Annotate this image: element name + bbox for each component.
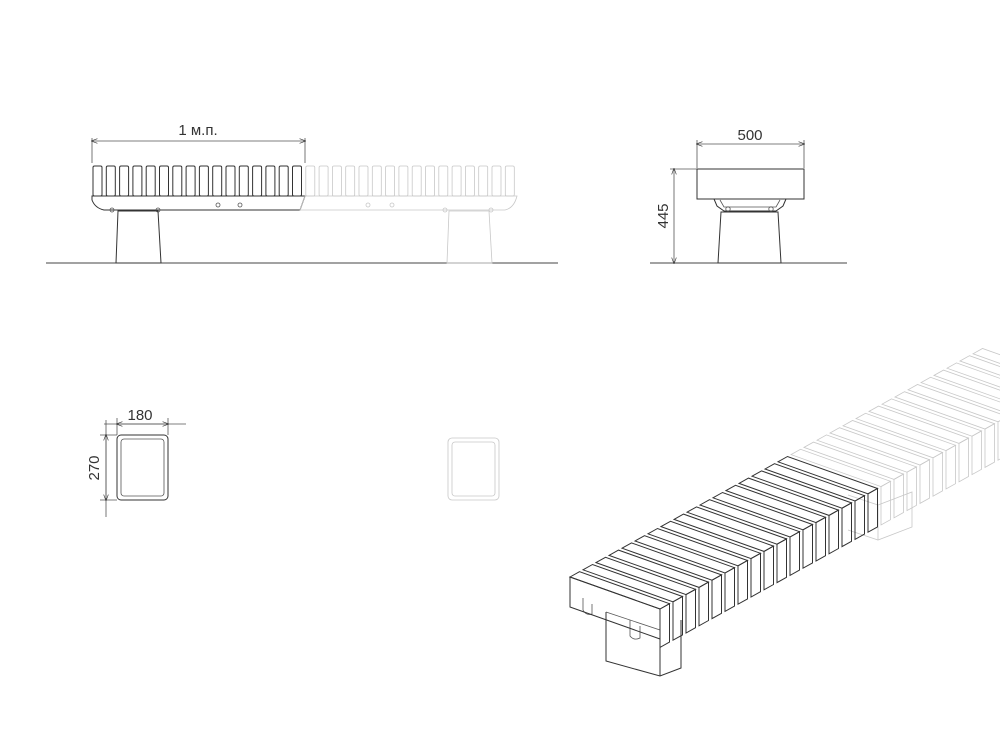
front-slats-ghost	[305, 165, 515, 197]
iso-slat	[855, 412, 957, 490]
front-slat	[411, 165, 422, 197]
iso-slat	[581, 563, 684, 642]
iso-slat	[763, 463, 866, 541]
dimension-height: 445	[655, 169, 697, 263]
front-slat	[331, 165, 342, 197]
iso-slat	[933, 369, 1000, 400]
iso-slat	[776, 455, 879, 534]
dimension-leg-depth: 270	[86, 420, 117, 517]
iso-slat	[803, 441, 905, 519]
front-slat	[238, 165, 249, 197]
iso-slat	[920, 376, 1000, 412]
iso-slat	[959, 355, 1000, 376]
depth-label: 500	[737, 127, 762, 144]
front-slat	[438, 165, 449, 197]
iso-slat	[946, 362, 1000, 388]
front-slat	[398, 165, 409, 197]
front-slat	[185, 165, 196, 197]
front-slat	[212, 165, 223, 197]
iso-slat	[750, 470, 853, 548]
iso-slat	[646, 527, 749, 606]
leg-depth-label: 270	[86, 455, 103, 480]
iso-slat	[868, 405, 970, 483]
front-slat	[371, 165, 382, 197]
iso-slats-ghost	[790, 348, 1000, 526]
iso-slat	[672, 513, 775, 591]
front-leg-ghost	[446, 210, 493, 264]
iso-slats-solid	[568, 455, 879, 649]
iso-slat	[842, 420, 944, 497]
dimension-run-length: 1 м.п.	[92, 122, 305, 163]
front-slat	[464, 165, 475, 197]
side-bracket	[713, 198, 787, 212]
front-slat	[172, 165, 183, 197]
front-slat	[278, 165, 289, 197]
side-seat-block	[696, 168, 805, 200]
front-slat	[145, 165, 156, 197]
iso-slat	[685, 506, 788, 584]
iso-slat	[607, 549, 710, 627]
front-slat	[265, 165, 276, 197]
iso-slat	[881, 398, 983, 476]
run-length-label: 1 м.п.	[178, 122, 217, 139]
dimension-leg-width: 180	[104, 407, 186, 435]
front-slat	[385, 165, 396, 197]
front-view: 1 м.п.	[46, 122, 558, 264]
front-slat	[252, 165, 263, 197]
iso-slat	[659, 520, 762, 598]
front-slat	[225, 165, 236, 197]
front-slat	[318, 165, 329, 197]
iso-front-end-face	[569, 576, 661, 640]
frame-rail-ghost	[299, 195, 518, 211]
front-slat	[159, 165, 169, 197]
plan-view: 180 270	[86, 407, 500, 517]
iso-slat	[633, 535, 736, 613]
front-slats-solid	[92, 165, 302, 197]
front-leg-solid	[115, 210, 162, 264]
front-slat	[292, 165, 302, 197]
front-slat	[92, 165, 103, 197]
iso-slat	[620, 542, 723, 620]
front-slat	[305, 165, 316, 197]
iso-slat	[790, 448, 892, 526]
front-slat	[451, 165, 462, 197]
leg-width-label: 180	[127, 407, 152, 424]
dimension-depth: 500	[697, 127, 804, 168]
leg-footprint-ghost	[447, 437, 500, 501]
height-label: 445	[655, 203, 672, 228]
front-slat	[425, 165, 435, 197]
isometric-view	[568, 348, 1000, 677]
side-leg	[717, 211, 782, 264]
iso-slat	[907, 384, 1000, 461]
iso-slat	[711, 491, 814, 570]
leg-footprint-solid	[116, 434, 169, 501]
iso-slat	[698, 499, 801, 577]
iso-slat	[829, 427, 931, 505]
frame-rail-solid	[91, 195, 306, 211]
iso-slat	[594, 556, 697, 634]
front-slat	[345, 165, 356, 197]
front-slat	[105, 165, 116, 197]
iso-slat	[894, 391, 996, 469]
front-slat	[491, 165, 502, 197]
front-slat	[358, 165, 369, 197]
side-view: 500 445	[650, 127, 847, 263]
iso-slat	[972, 348, 1000, 364]
front-slat	[119, 165, 130, 197]
iso-slat	[724, 484, 827, 562]
front-slat	[198, 165, 209, 197]
iso-slat	[816, 434, 918, 512]
iso-slat	[737, 477, 840, 555]
front-slat	[132, 165, 143, 197]
front-slat	[504, 165, 515, 197]
front-slat	[478, 165, 489, 197]
